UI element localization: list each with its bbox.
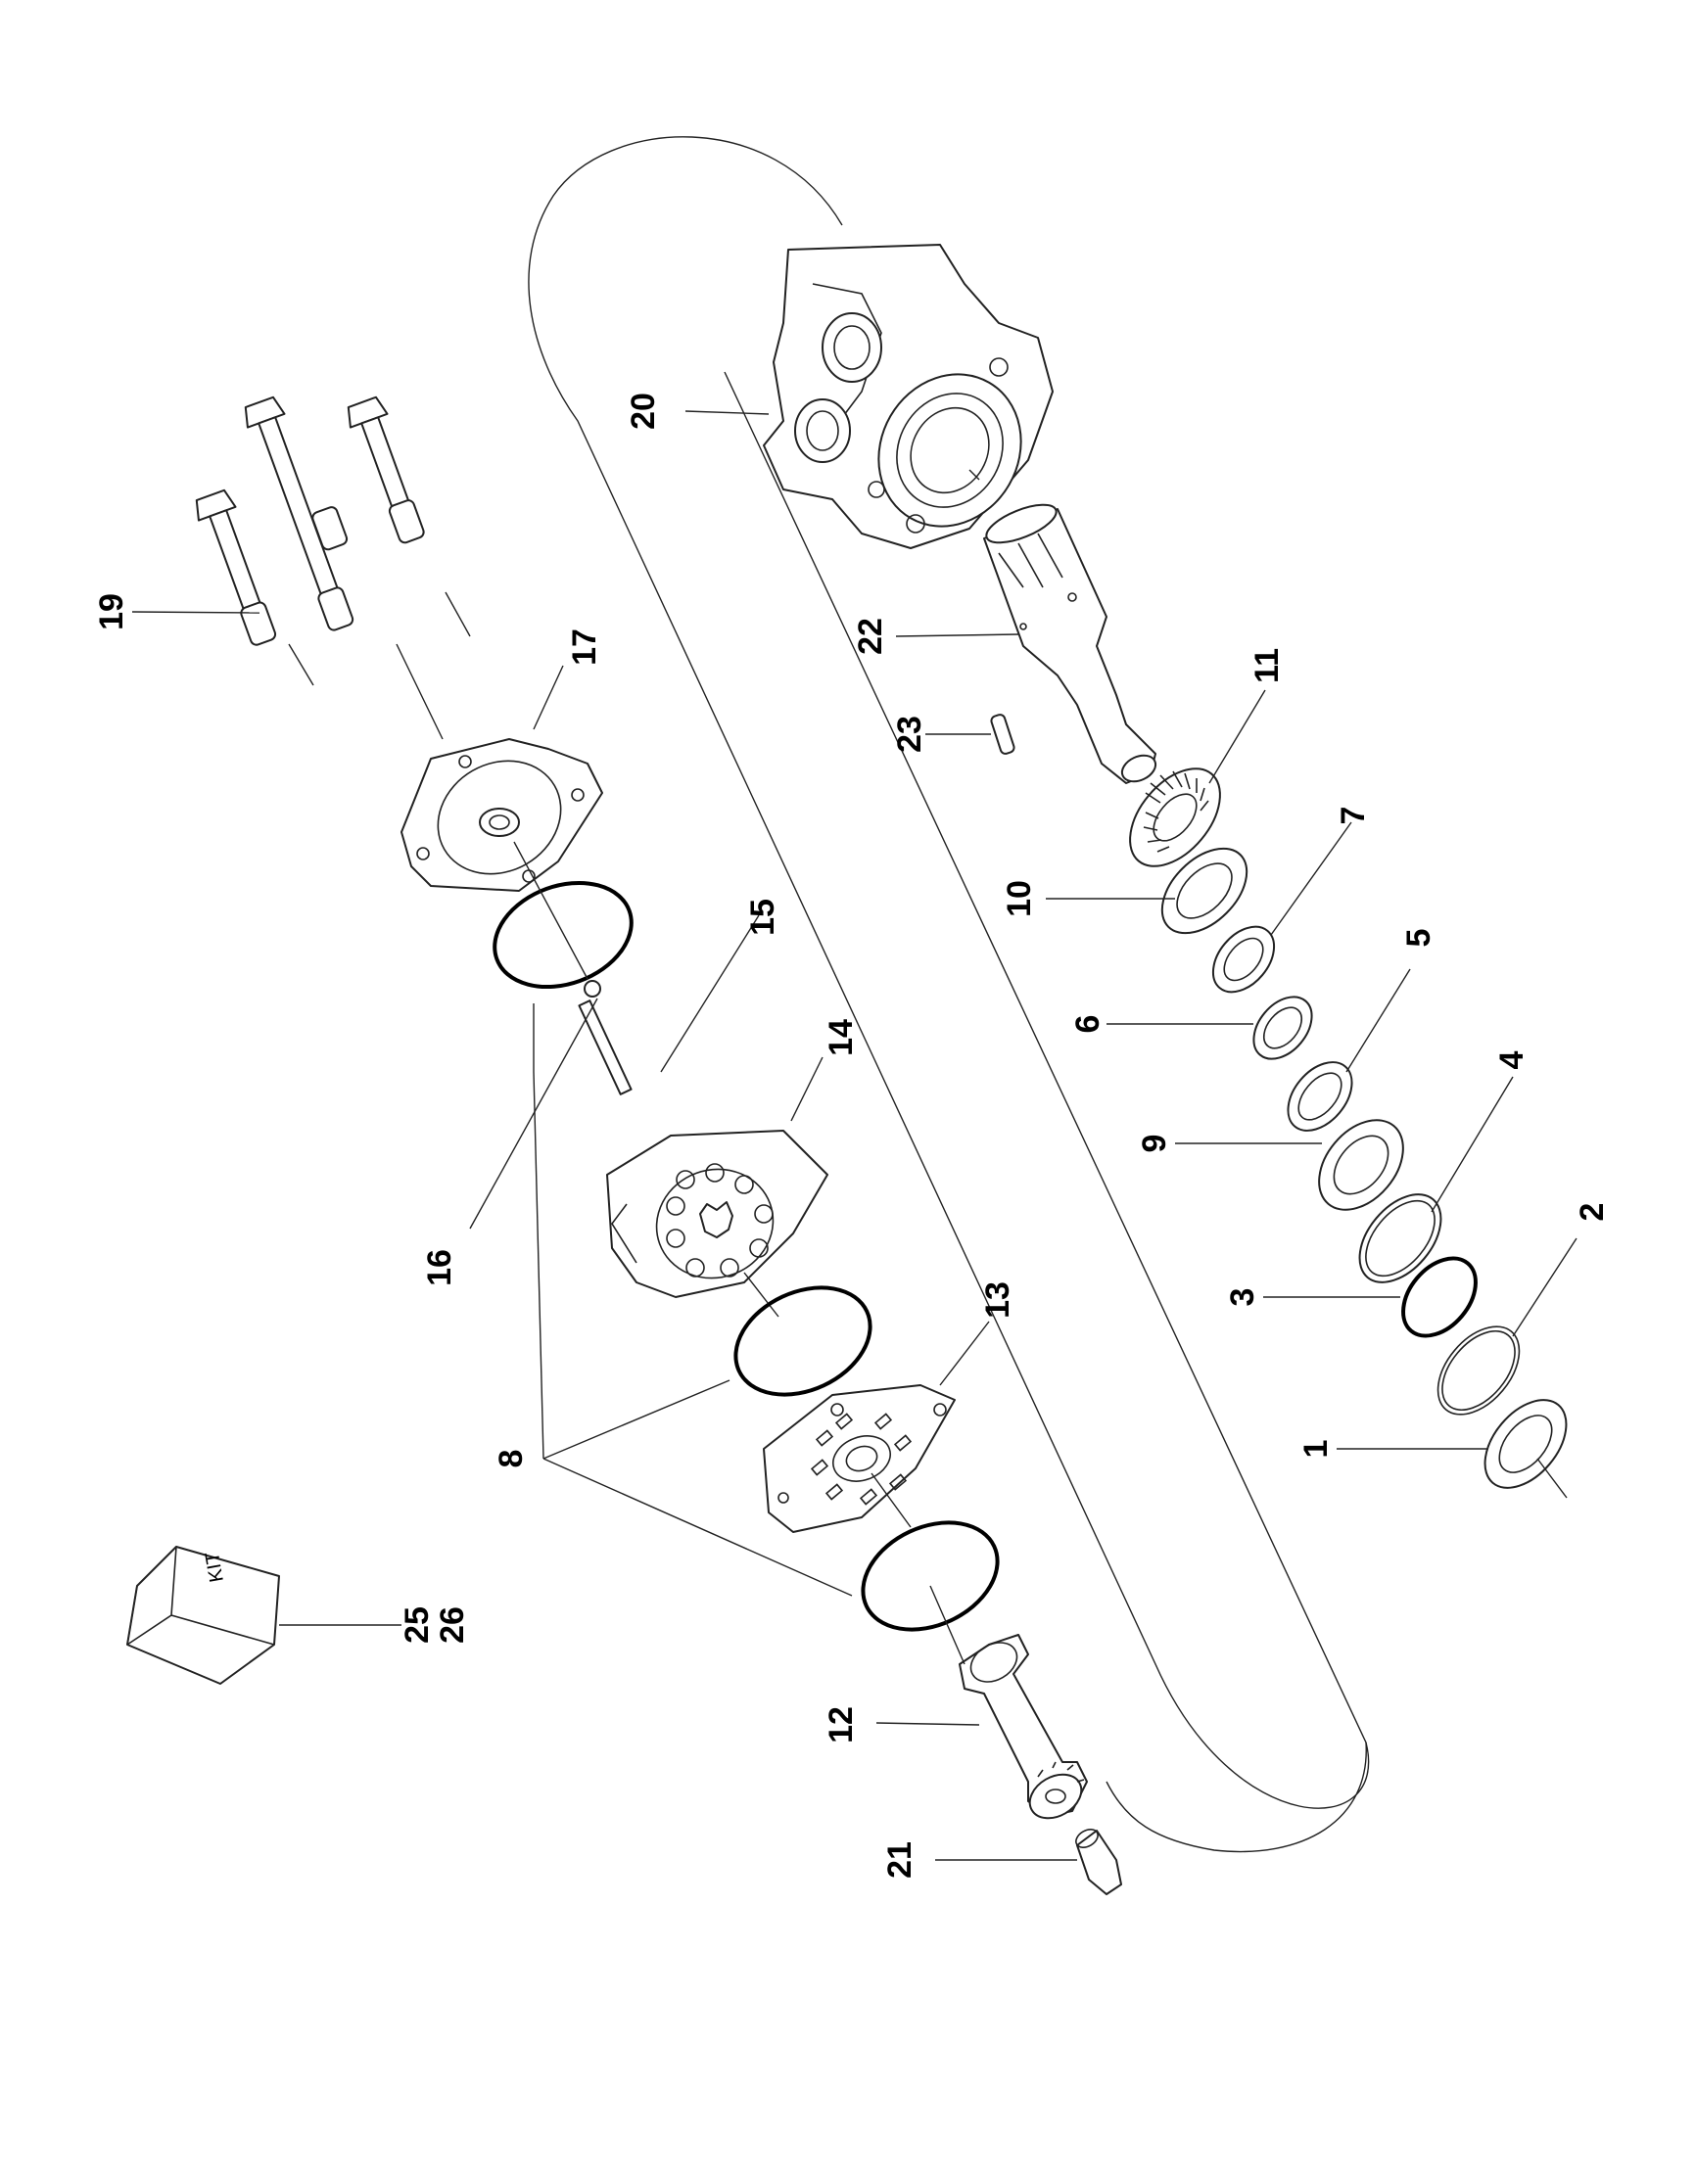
needle-bearing-part [1129,767,1221,867]
callout-15: 15 [744,899,781,936]
callout-21: 21 [881,1841,918,1879]
spacer-washer-part [1252,996,1313,1060]
callout-labels: 1 2 3 4 5 6 7 8 9 10 11 12 13 14 15 16 1… [93,393,1611,1879]
callout-9: 9 [1136,1135,1173,1153]
end-cap-part [400,738,603,892]
callout-22: 22 [852,618,889,655]
dust-seal-part [1483,1399,1568,1489]
shaft-part [983,503,1157,784]
callout-23: 23 [891,716,928,753]
callout-8: 8 [493,1450,530,1468]
bolts-part [195,395,425,646]
shaft-seal-part [1318,1119,1404,1211]
o-ring-3-part [1401,1256,1478,1338]
callout-4: 4 [1493,1050,1530,1069]
bearing-race-part [1211,925,1276,994]
drive-shaft-part [959,1634,1088,1820]
callout-11: 11 [1248,648,1286,683]
o-ring-bottom-part [861,1520,1000,1632]
callout-3: 3 [1224,1288,1261,1307]
gerotor-body-part [606,1130,828,1298]
key-part [990,714,1015,755]
assembly-outline [528,136,1370,1809]
plug-part [1075,1829,1122,1895]
manifold-plate-part [763,1384,956,1533]
callout-14: 14 [823,1019,860,1056]
callout-7: 7 [1335,807,1372,825]
retaining-ring-part [1436,1325,1521,1416]
callout-6: 6 [1069,1015,1106,1034]
kit-box-part: KIT [126,1546,280,1685]
callout-17: 17 [566,628,603,666]
o-ring-top-part [493,880,634,990]
pin-part [578,980,633,1095]
callout-20: 20 [625,393,662,430]
housing-part [763,244,1054,549]
o-ring-middle-part [733,1285,872,1397]
callout-19: 19 [93,593,130,630]
callout-1: 1 [1297,1440,1335,1459]
callout-5: 5 [1400,929,1437,948]
assembly-outline-lower [1106,1742,1367,1853]
callout-26: 26 [434,1606,471,1644]
callout-25: 25 [399,1606,436,1644]
callout-2: 2 [1574,1203,1611,1222]
kit-box-label: KIT [202,1550,228,1583]
callout-13: 13 [979,1281,1016,1319]
backup-ring-part [1287,1061,1353,1132]
callout-12: 12 [823,1706,860,1743]
seal-ring-part [1358,1193,1442,1283]
thrust-washer-part [1160,847,1248,935]
callout-10: 10 [1001,880,1038,917]
callout-16: 16 [421,1249,458,1286]
